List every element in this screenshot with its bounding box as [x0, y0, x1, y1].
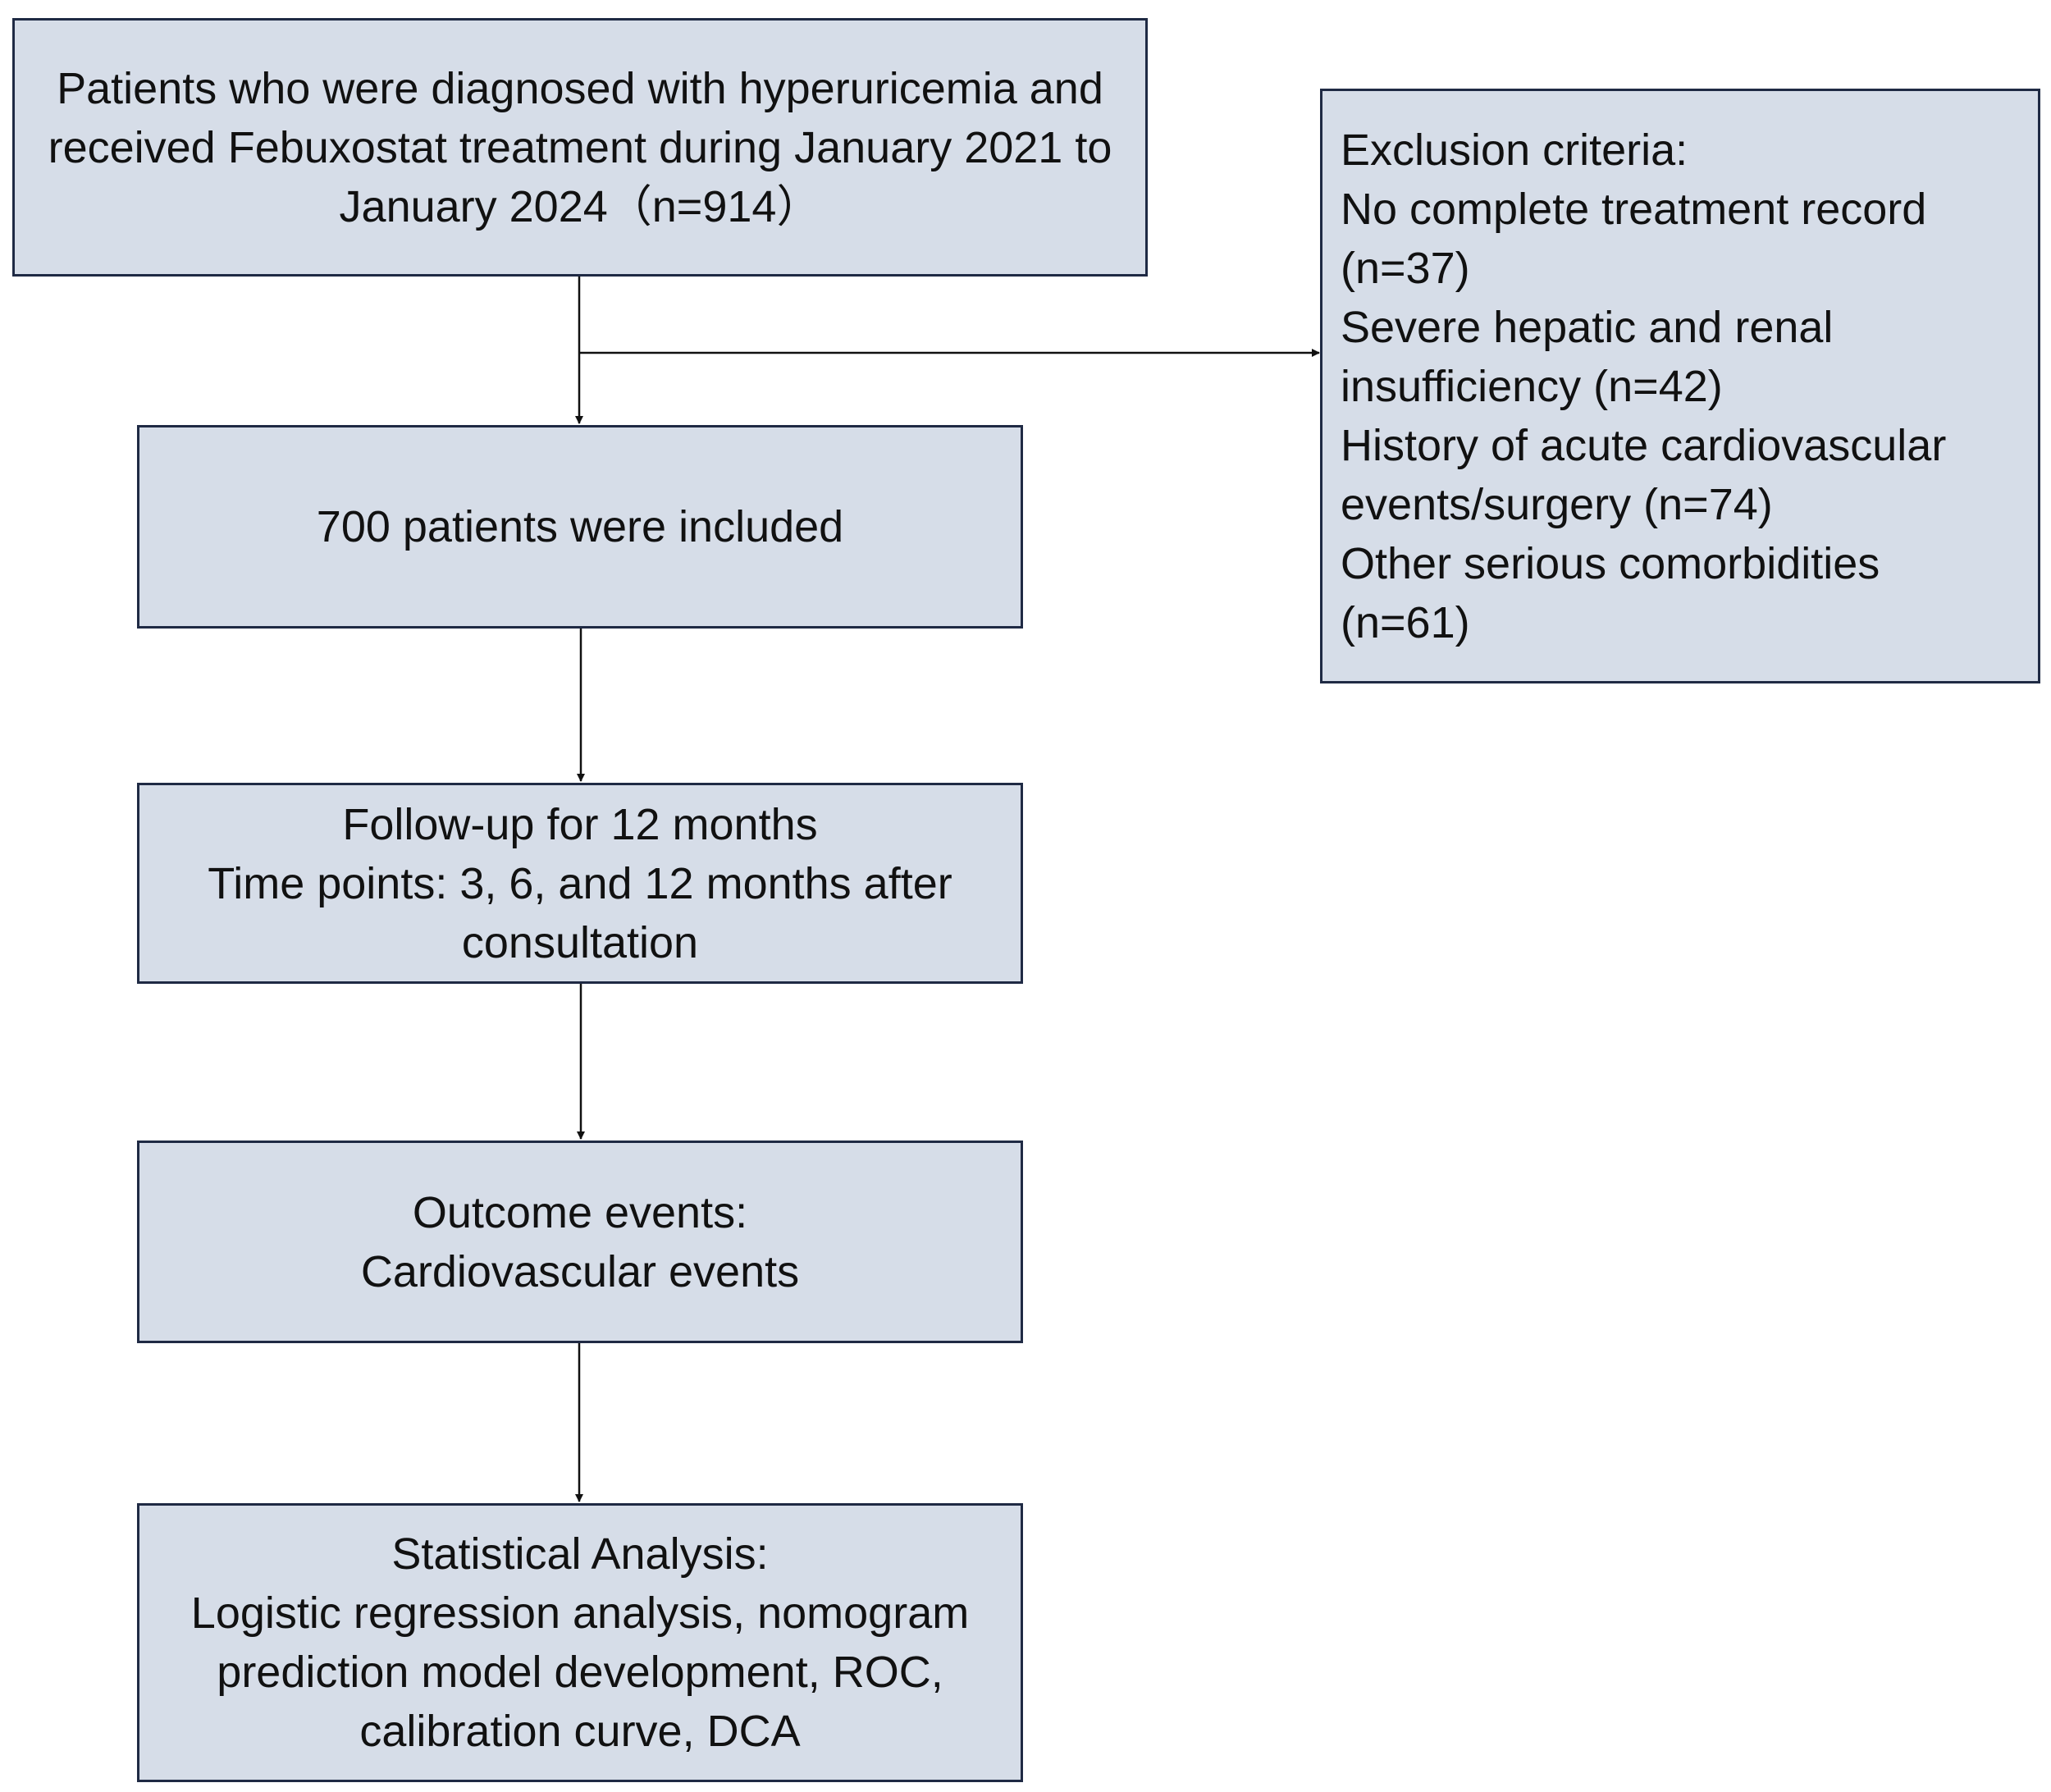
exclusion-item: Severe hepatic and renal	[1341, 302, 1834, 352]
followup-line: consultation	[461, 917, 699, 967]
analysis-line: prediction model development, ROC,	[217, 1648, 943, 1697]
outcome-box: Outcome events: Cardiovascular events	[137, 1141, 1023, 1343]
followup-line: Follow-up for 12 months	[342, 799, 818, 849]
analysis-line: calibration curve, DCA	[359, 1707, 801, 1756]
exclusion-heading: Exclusion criteria:	[1341, 125, 1688, 175]
included-box: 700 patients were included	[137, 425, 1023, 629]
followup-box: Follow-up for 12 months Time points: 3, …	[137, 783, 1023, 984]
exclusion-criteria-box: Exclusion criteria: No complete treatmen…	[1320, 89, 2040, 683]
start-line: received Febuxostat treatment during Jan…	[48, 122, 1112, 172]
start-box: Patients who were diagnosed with hyperur…	[12, 18, 1148, 277]
outcome-line: Cardiovascular events	[360, 1246, 800, 1296]
exclusion-item: Other serious comorbidities	[1341, 538, 1880, 588]
exclusion-item: No complete treatment record	[1341, 184, 1927, 234]
analysis-line: Logistic regression analysis, nomogram	[190, 1589, 970, 1638]
included-line: 700 patients were included	[316, 502, 844, 551]
exclusion-item: (n=37)	[1341, 243, 1470, 293]
exclusion-item: events/surgery (n=74)	[1341, 479, 1773, 529]
outcome-line: Outcome events:	[412, 1187, 748, 1237]
exclusion-item: insufficiency (n=42)	[1341, 361, 1723, 411]
exclusion-item: (n=61)	[1341, 597, 1470, 647]
followup-line: Time points: 3, 6, and 12 months after	[208, 858, 952, 908]
analysis-box: Statistical Analysis: Logistic regressio…	[137, 1503, 1023, 1782]
exclusion-item: History of acute cardiovascular	[1341, 420, 1947, 470]
start-line: January 2024（n=914）	[339, 181, 821, 231]
analysis-line: Statistical Analysis:	[391, 1529, 769, 1579]
start-line: Patients who were diagnosed with hyperur…	[57, 63, 1103, 113]
